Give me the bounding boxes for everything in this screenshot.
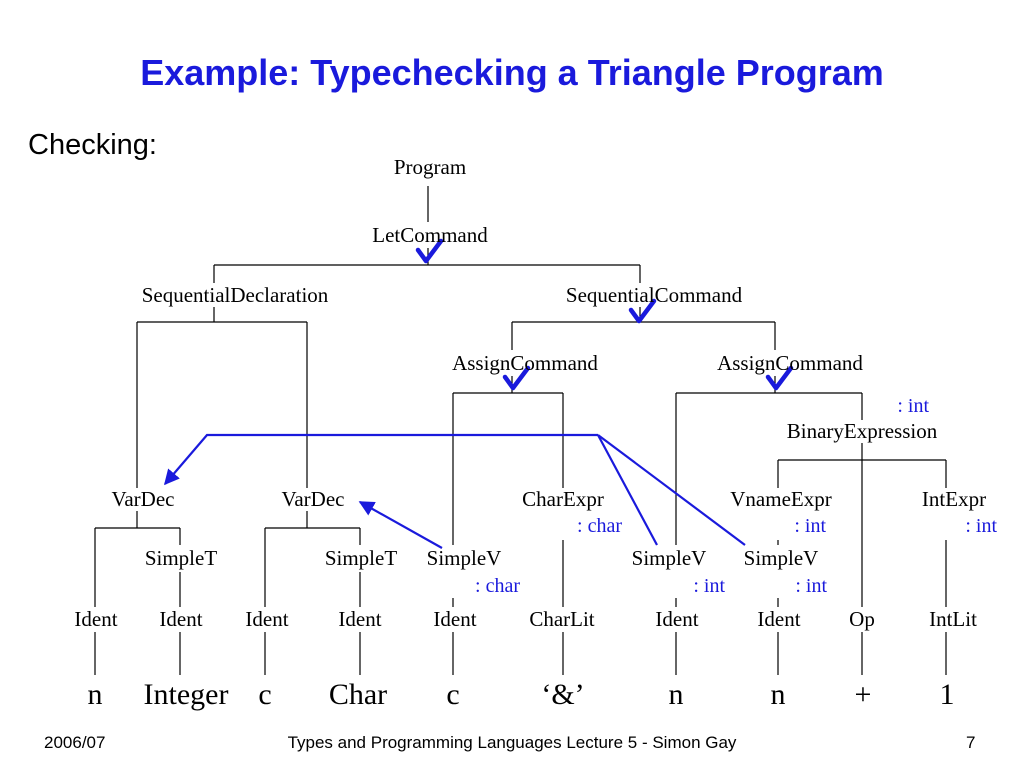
- node-simple-v: SimpleV: [427, 546, 502, 570]
- binding-arrow-n-2: [597, 434, 658, 546]
- leaf-token: Char: [329, 678, 387, 711]
- node-simple-v: SimpleV: [632, 546, 707, 570]
- leaf-token: 1: [940, 678, 955, 711]
- footer-page-number: 7: [966, 733, 976, 752]
- tree-nodes: Program LetCommand SequentialDeclaration…: [74, 155, 997, 631]
- binding-arrow-n-3: [597, 434, 746, 546]
- node-char-lit: CharLit: [529, 607, 594, 631]
- binding-arrow-n: [163, 433, 598, 486]
- slide-title: Example: Typechecking a Triangle Program: [140, 52, 884, 93]
- node-var-dec: VarDec: [282, 487, 345, 511]
- leaf-token: n: [771, 678, 786, 711]
- node-int-lit: IntLit: [929, 607, 977, 631]
- check-icon: [628, 298, 657, 324]
- footer-course: Types and Programming Languages Lecture …: [287, 733, 737, 752]
- node-int-expr: IntExpr: [922, 487, 986, 511]
- type-annotation: : char: [475, 575, 520, 597]
- type-annotation: : char: [577, 515, 622, 537]
- node-ident: Ident: [655, 607, 698, 631]
- check-icon: [502, 365, 531, 391]
- node-simple-t: SimpleT: [145, 546, 218, 570]
- type-annotation: : int: [965, 515, 997, 537]
- leaf-token: c: [446, 678, 459, 711]
- node-assign-command: AssignCommand: [452, 351, 598, 375]
- check-marks: [415, 238, 794, 391]
- node-char-expr: CharExpr: [522, 487, 604, 511]
- type-annotation: : int: [795, 575, 827, 597]
- check-icon: [415, 238, 444, 264]
- leaf-token: Integer: [144, 678, 229, 711]
- binding-arrows: [163, 433, 746, 549]
- node-let-command: LetCommand: [372, 223, 488, 247]
- node-ident: Ident: [757, 607, 800, 631]
- node-simple-v: SimpleV: [744, 546, 819, 570]
- node-sequential-declaration: SequentialDeclaration: [142, 283, 329, 307]
- tree-edges: [94, 186, 947, 675]
- checking-heading: Checking:: [28, 129, 157, 161]
- type-annotation: : int: [794, 515, 826, 537]
- node-simple-t: SimpleT: [325, 546, 398, 570]
- node-ident: Ident: [433, 607, 476, 631]
- node-assign-command: AssignCommand: [717, 351, 863, 375]
- leaf-token: ‘&’: [541, 678, 584, 711]
- footer-date: 2006/07: [44, 733, 106, 752]
- node-program: Program: [394, 155, 466, 179]
- leaf-token: n: [88, 678, 103, 711]
- node-binary-expression: BinaryExpression: [787, 419, 938, 443]
- node-sequential-command: SequentialCommand: [566, 283, 743, 307]
- check-icon: [765, 365, 794, 391]
- leaf-token: c: [258, 678, 271, 711]
- node-var-dec: VarDec: [112, 487, 175, 511]
- leaf-token: n: [669, 678, 684, 711]
- tree-leaves: n Integer c Char c ‘&’ n n + 1: [88, 678, 955, 711]
- type-annotation: : int: [897, 395, 929, 417]
- node-op: Op: [849, 607, 875, 631]
- node-vname-expr: VnameExpr: [730, 487, 831, 511]
- node-ident: Ident: [245, 607, 288, 631]
- type-annotation: : int: [693, 575, 725, 597]
- binding-arrow-c: [358, 501, 443, 549]
- node-ident: Ident: [338, 607, 381, 631]
- leaf-token: +: [855, 678, 872, 711]
- node-ident: Ident: [74, 607, 117, 631]
- node-ident: Ident: [159, 607, 202, 631]
